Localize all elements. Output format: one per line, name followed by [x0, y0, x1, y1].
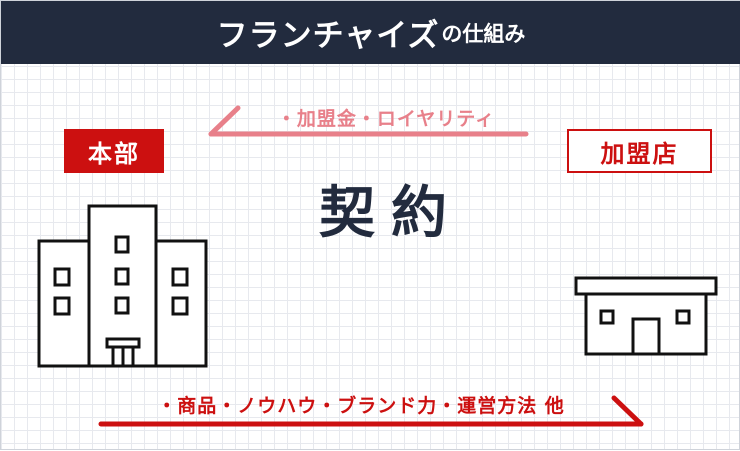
- shop-icon: [574, 276, 718, 356]
- arrow-to-headquarters: [208, 105, 529, 137]
- fees-flow-text: ・加盟金・ロイヤリティ: [276, 107, 496, 130]
- franchisee-label: 加盟店: [567, 129, 712, 173]
- support-flow-text: ・商品・ノウハウ・ブランド力・運営方法 他: [157, 394, 565, 417]
- arrow-to-franchisee: [98, 395, 644, 427]
- header-bar: フランチャイズ の仕組み: [1, 1, 740, 64]
- contract-label: 契約: [319, 180, 463, 246]
- headquarters-label: 本部: [64, 129, 164, 173]
- page-subtitle: の仕組み: [441, 21, 526, 46]
- page-title: フランチャイズ: [216, 18, 440, 54]
- office-building-icon: [37, 204, 208, 368]
